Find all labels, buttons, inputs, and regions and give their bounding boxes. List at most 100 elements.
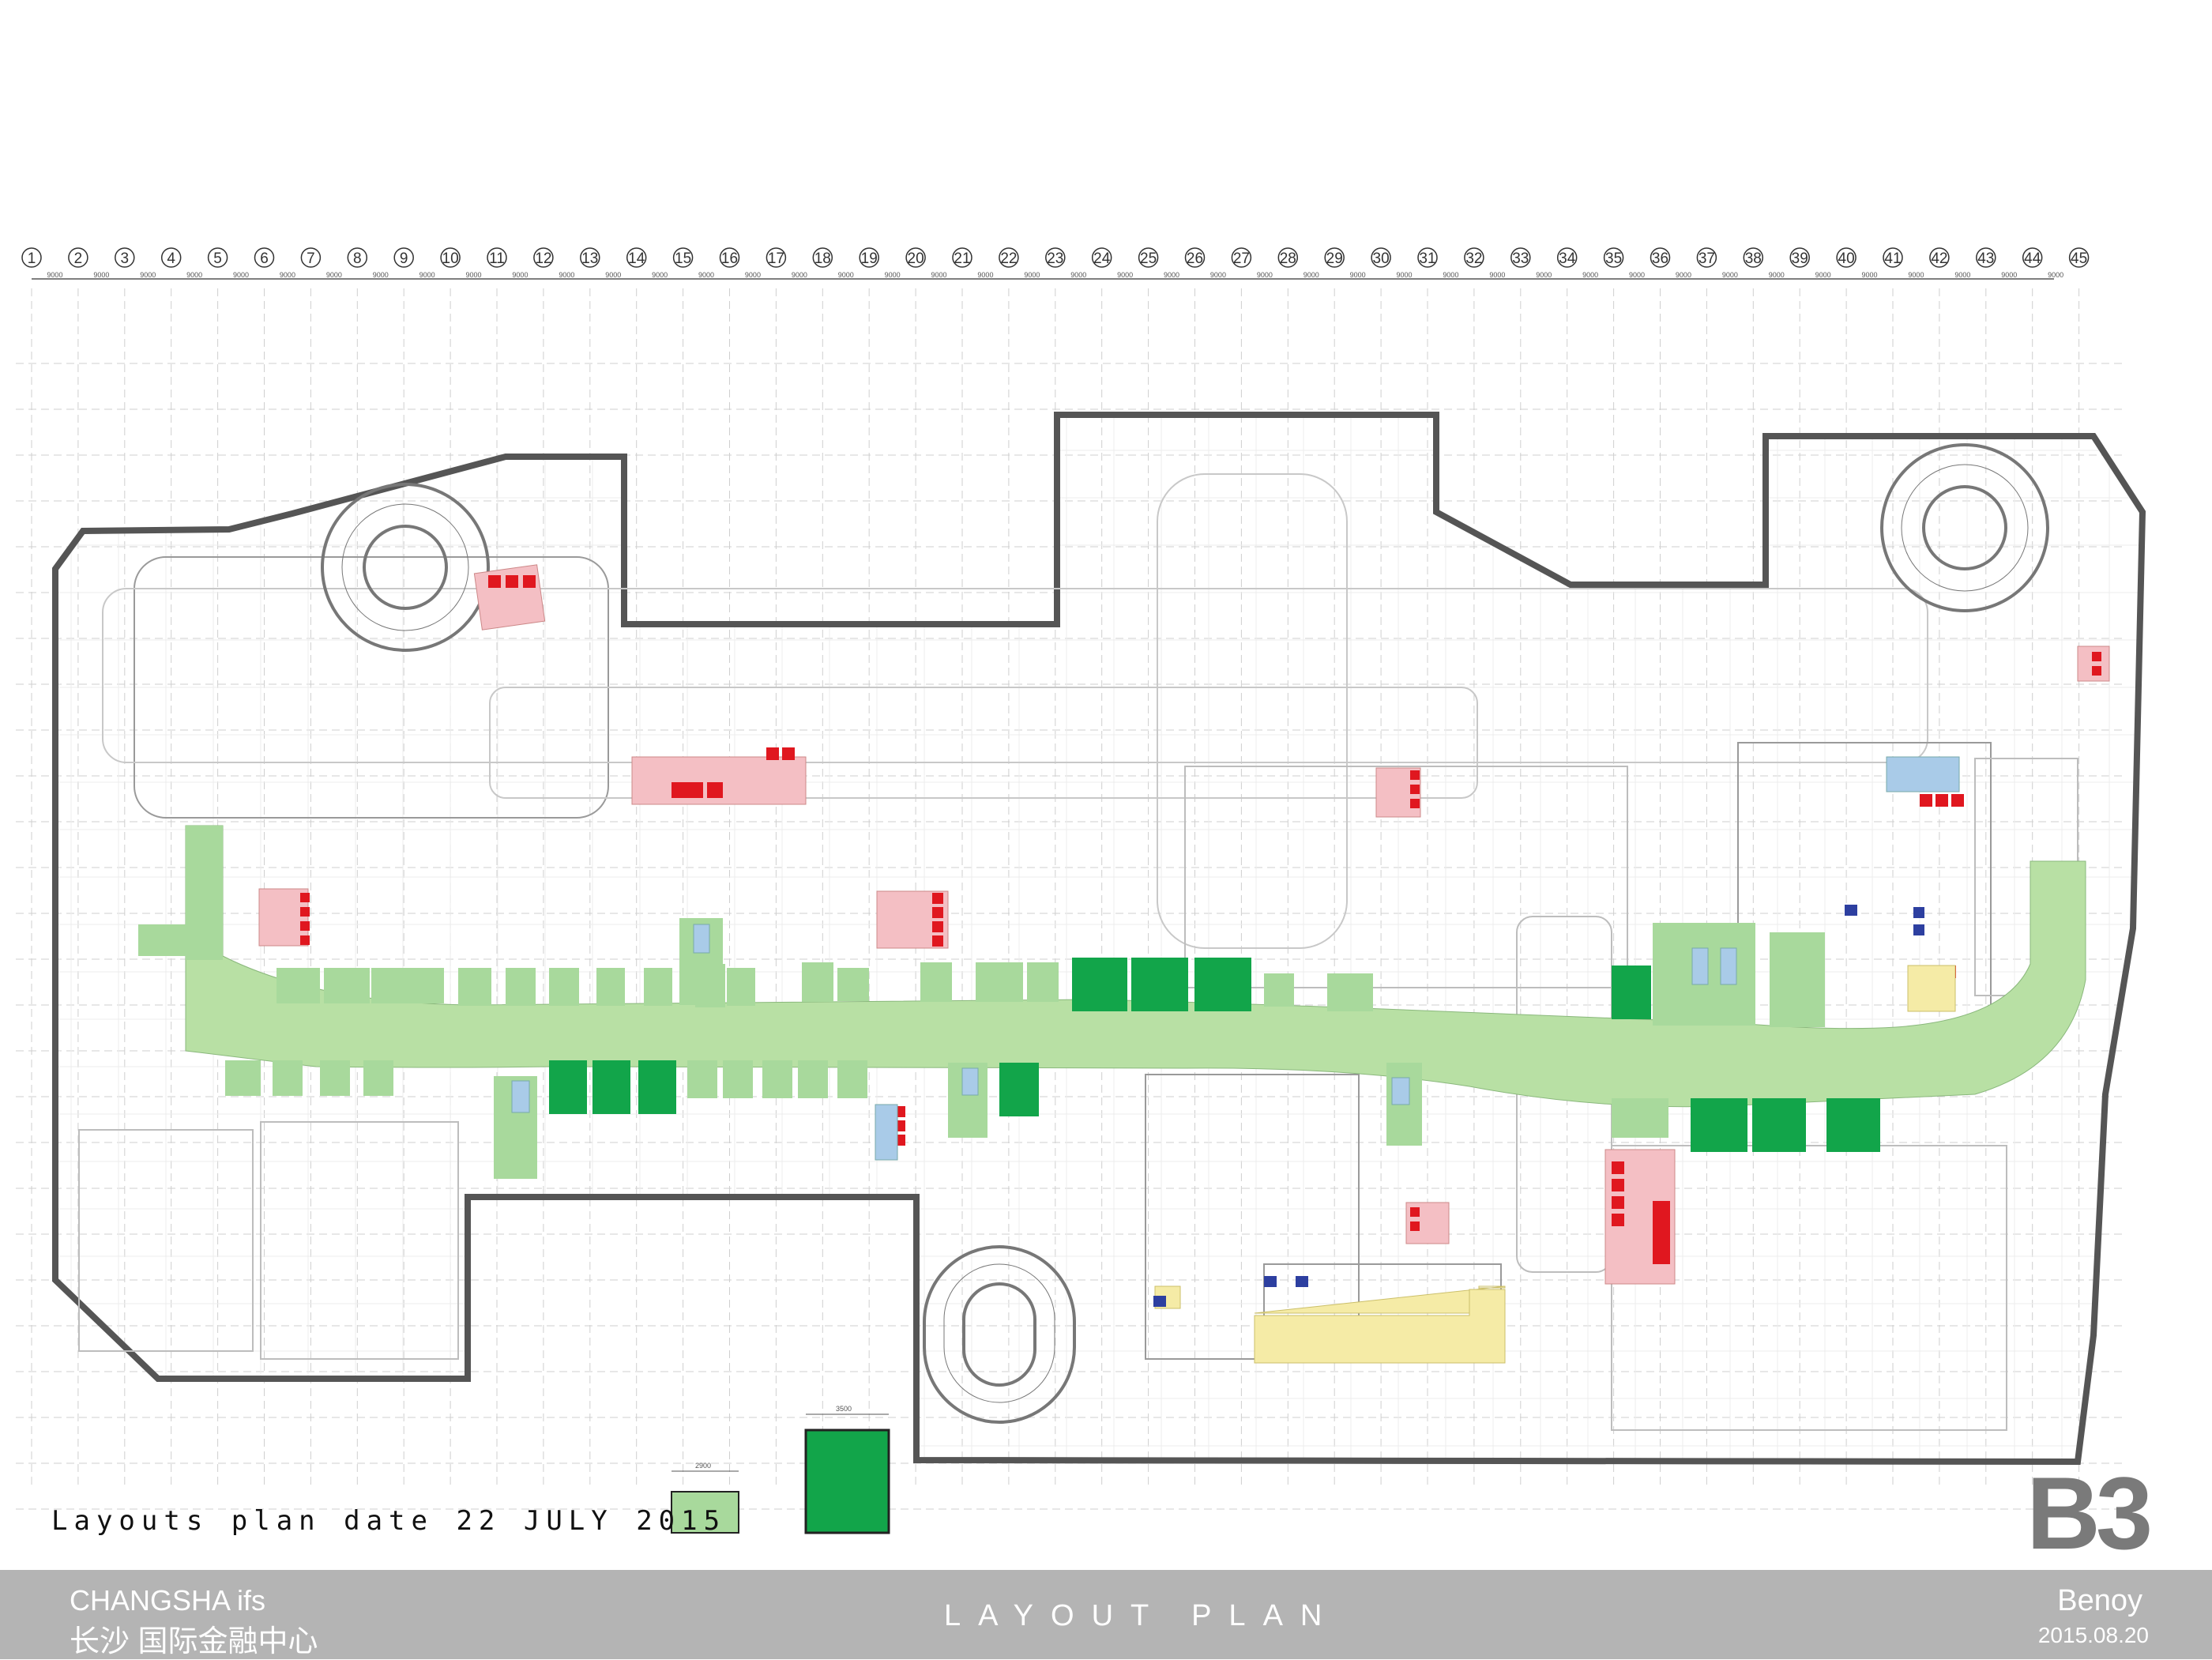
kiosk-small <box>596 968 625 1006</box>
grid-column-label: 1 <box>28 250 36 267</box>
grid-spacing-label: 9000 <box>1257 271 1273 279</box>
grid-marker <box>1231 247 1252 268</box>
grid-marker <box>160 247 182 268</box>
grid-column-label: 6 <box>260 250 269 267</box>
kiosk-small <box>138 924 186 956</box>
grid-column-label: 44 <box>2024 250 2041 267</box>
grid-spacing-label: 9000 <box>1676 271 1691 279</box>
grid-spacing-label: 9000 <box>1117 271 1133 279</box>
grid-column-label: 17 <box>768 250 784 267</box>
grid-marker <box>626 247 647 268</box>
grid-spacing-label: 9000 <box>885 271 901 279</box>
level-label: B3 <box>2026 1455 2153 1571</box>
grid-marker <box>1091 247 1112 268</box>
grid-marker <box>300 247 322 268</box>
grid-column-label: 15 <box>675 250 691 267</box>
grid-marker <box>1929 247 1950 268</box>
grid-marker <box>905 247 926 268</box>
grid-spacing-label: 9000 <box>466 271 482 279</box>
grid-marker <box>1184 247 1206 268</box>
grid-spacing-label: 9000 <box>1536 271 1552 279</box>
grid-spacing-label: 9000 <box>1769 271 1785 279</box>
grid-marker <box>21 247 42 268</box>
grid-column-label: 8 <box>353 250 362 267</box>
legend-large-swatch <box>804 1429 890 1534</box>
grid-column-label: 33 <box>1512 250 1529 267</box>
grid-spacing-label: 9000 <box>1954 271 1970 279</box>
legend-small-width: 2900 <box>695 1462 711 1470</box>
grid-spacing-label: 9000 <box>1070 271 1086 279</box>
ramp-south <box>923 1245 1076 1424</box>
grid-column-label: 36 <box>1652 250 1668 267</box>
kiosk-small <box>837 968 869 1001</box>
kiosk-small <box>273 1060 303 1096</box>
grid-column-label: 29 <box>1326 250 1343 267</box>
kiosk-large <box>1612 966 1651 1019</box>
grid-column-label: 2 <box>74 250 83 267</box>
grid-column-label: 43 <box>1977 250 1994 267</box>
grid-marker <box>1510 247 1531 268</box>
grid-marker <box>1976 247 1996 268</box>
grid-spacing-label: 9000 <box>1350 271 1366 279</box>
blue-zones <box>511 756 1960 1161</box>
kiosk-small-group <box>138 826 1825 1179</box>
grid-column-label: 25 <box>1140 250 1157 267</box>
grid-marker <box>393 247 414 268</box>
grid-marker <box>1603 247 1624 268</box>
grid-marker <box>1138 247 1159 268</box>
grid-marker <box>1696 247 1717 268</box>
grid-marker <box>999 247 1019 268</box>
legend-large-kiosk: 3500 <box>804 1405 890 1534</box>
grid-spacing-label: 9000 <box>419 271 435 279</box>
kiosk-small <box>1612 1098 1668 1138</box>
grid-spacing-label: 9000 <box>792 271 807 279</box>
legend-small-kiosk: 2900 <box>671 1462 739 1534</box>
grid-column-label: 32 <box>1465 250 1482 267</box>
grid-marker <box>1371 247 1391 268</box>
grid-marker <box>1045 247 1066 268</box>
grid-column-label: 4 <box>167 250 175 267</box>
kiosk-small <box>1027 962 1059 1002</box>
grid-marker <box>952 247 972 268</box>
grid-marker <box>580 247 600 268</box>
grid-spacing-label: 9000 <box>605 271 621 279</box>
grid-spacing-label: 9000 <box>652 271 668 279</box>
grid-spacing-label: 9000 <box>1582 271 1598 279</box>
grid-column-label: 7 <box>307 250 315 267</box>
grid-column-label: 42 <box>1931 250 1947 267</box>
grid-marker <box>440 247 461 268</box>
grid-column-label: 20 <box>908 250 924 267</box>
grid-spacing-label: 9000 <box>1304 271 1319 279</box>
kiosk-small <box>276 968 320 1003</box>
kiosk-small <box>320 1060 350 1096</box>
grid-marker <box>1277 247 1299 268</box>
grid-spacing-label: 9000 <box>745 271 761 279</box>
grid-marker <box>1789 247 1810 268</box>
grid-spacing-label: 9000 <box>1908 271 1924 279</box>
grid-column-label: 12 <box>535 250 551 267</box>
grid-marker <box>766 247 787 268</box>
grid-marker <box>1324 247 1345 268</box>
kiosk-small <box>762 1060 792 1098</box>
grid-spacing-label: 9000 <box>233 271 249 279</box>
grid-column-label: 19 <box>861 250 878 267</box>
legend-small-swatch <box>671 1491 739 1534</box>
grid-column-label: 45 <box>2071 250 2087 267</box>
grid-marker <box>2022 247 2043 268</box>
project-name: CHANGSHA ifs <box>70 1584 266 1617</box>
grid-spacing-label: 9000 <box>93 271 109 279</box>
grid-column-label: 22 <box>1000 250 1017 267</box>
grid-spacing-label: 9000 <box>2001 271 2017 279</box>
grid-column-label: 13 <box>581 250 598 267</box>
kiosk-large <box>549 1060 587 1114</box>
grid-marker <box>487 247 507 268</box>
grid-column-label: 21 <box>954 250 970 267</box>
kiosk-small <box>802 962 833 1002</box>
kiosk-large <box>1194 958 1251 1011</box>
grid-marker <box>859 247 879 268</box>
kiosk-small <box>1770 932 1825 1027</box>
navy-markers <box>1153 905 1924 1307</box>
kiosk-large <box>592 1060 630 1114</box>
kiosk-small <box>186 826 223 960</box>
grid-spacing-label: 9000 <box>186 271 202 279</box>
